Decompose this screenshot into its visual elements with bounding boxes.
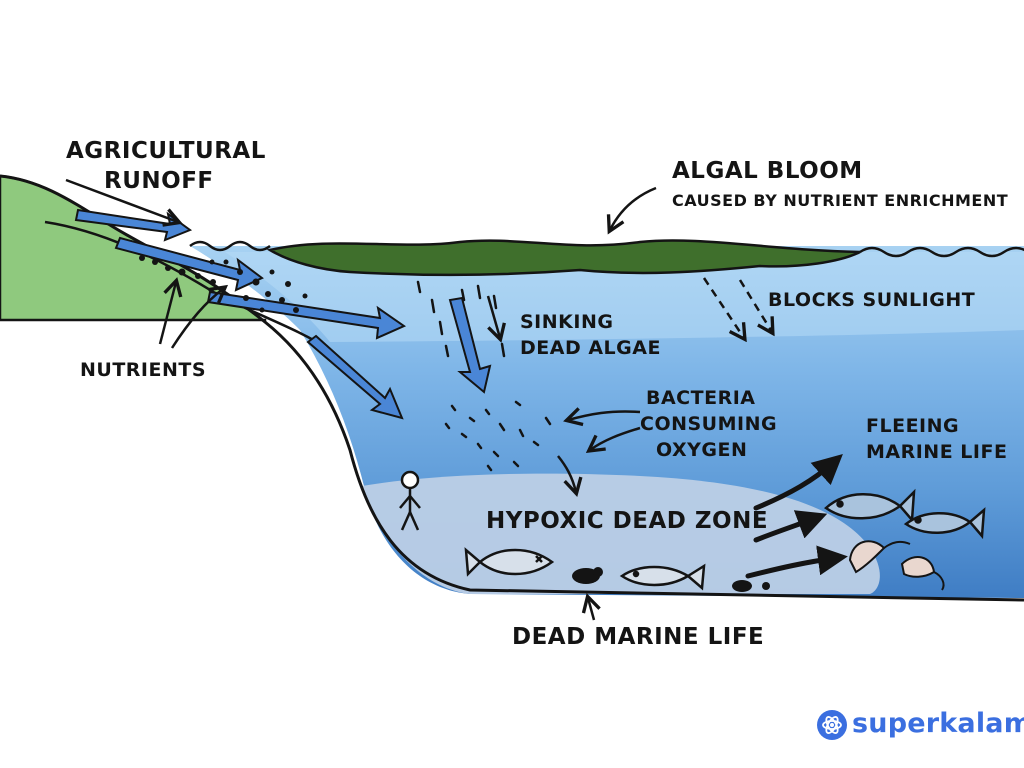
label-agricultural-runoff-line1: AGRICULTURAL xyxy=(66,138,266,164)
water-surface-waves xyxy=(189,240,1024,258)
label-dead-marine-life: DEAD MARINE LIFE xyxy=(512,624,764,650)
label-bacteria-line3: OXYGEN xyxy=(656,439,747,461)
runoff-arrows xyxy=(74,208,407,420)
superkalam-logo-icon xyxy=(817,710,847,740)
fleeing-shrimp-1 xyxy=(848,540,911,574)
bacteria-pointer-arrows xyxy=(557,411,641,492)
label-bacteria-line2: CONSUMING xyxy=(640,413,777,435)
label-agricultural-runoff-line2: RUNOFF xyxy=(104,168,214,194)
nutrient-dots xyxy=(139,255,308,313)
fleeing-fish-2 xyxy=(903,507,986,540)
label-hypoxic-dead-zone: HYPOXIC DEAD ZONE xyxy=(486,508,768,534)
seabed-outline xyxy=(0,174,1024,602)
dead-fish-1 xyxy=(464,547,555,577)
label-algal-bloom: ALGAL BLOOM xyxy=(672,158,863,184)
label-bacteria-line1: BACTERIA xyxy=(646,387,755,409)
stick-figure xyxy=(399,470,421,531)
sinking-algae-arrow xyxy=(448,296,492,394)
dead-marine-blob-1 xyxy=(572,567,603,584)
label-blocks-sunlight: BLOCKS SUNLIGHT xyxy=(768,289,975,311)
fleeing-fish-1 xyxy=(823,488,916,524)
sinking-black-arrow xyxy=(486,295,500,338)
algal-bloom-layer xyxy=(266,239,861,277)
dead-marine-blob-2 xyxy=(732,580,770,592)
label-nutrients: NUTRIENTS xyxy=(80,359,206,381)
dead-fish-2 xyxy=(619,563,706,591)
brand-name: superkalam xyxy=(852,708,1024,739)
bacteria-specks xyxy=(444,400,552,472)
sinking-algae-particles xyxy=(416,280,506,358)
label-algal-bloom-cause: CAUSED BY NUTRIENT ENRICHMENT xyxy=(672,191,1008,210)
label-sinking-line1: SINKING xyxy=(520,311,613,333)
label-sinking-line2: DEAD ALGAE xyxy=(520,337,661,359)
sunlight-blocked-arrows xyxy=(702,277,772,338)
fleeing-shrimp-2 xyxy=(900,556,945,591)
label-fleeing-line2: MARINE LIFE xyxy=(866,441,1007,463)
label-pointers xyxy=(65,178,657,621)
fleeing-arrows xyxy=(745,453,848,579)
label-fleeing-line1: FLEEING xyxy=(866,415,959,437)
